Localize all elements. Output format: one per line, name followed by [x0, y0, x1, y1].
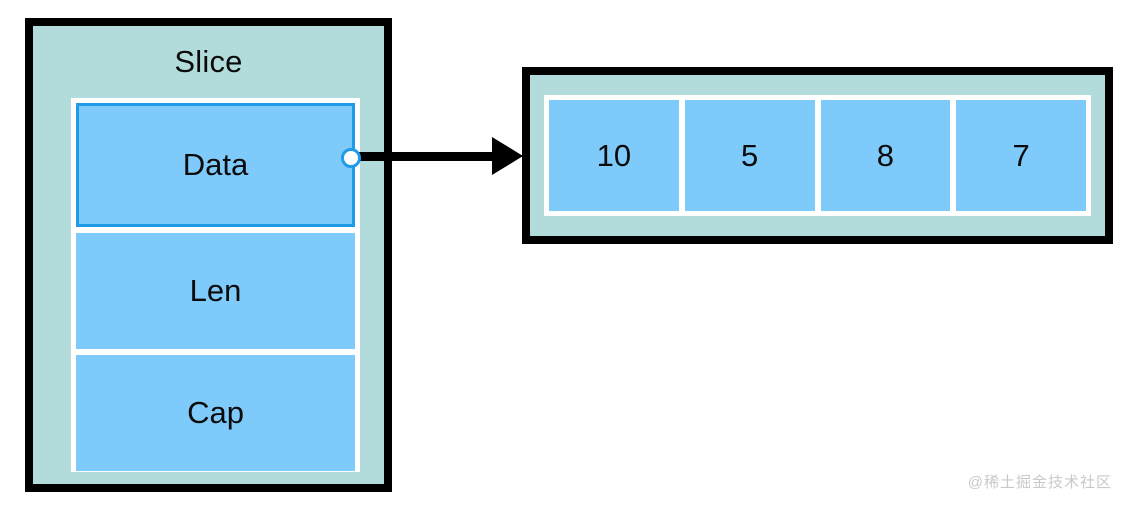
slice-field-len-label: Len — [189, 273, 242, 308]
array-cell: 7 — [956, 100, 1086, 211]
slice-field-cap: Cap — [76, 355, 355, 471]
slice-field-cap-label: Cap — [187, 395, 244, 430]
slice-title: Slice — [174, 44, 243, 79]
array-cell-value: 7 — [1012, 137, 1030, 173]
array-cell-value: 5 — [741, 137, 759, 173]
slice-field-data-label: Data — [182, 147, 249, 182]
slice-fields-frame: Data Len Cap — [71, 98, 360, 472]
array-cell: 10 — [549, 100, 679, 211]
watermark: @稀土掘金技术社区 — [967, 474, 1112, 491]
slice-field-len: Len — [76, 233, 355, 349]
slice-field-data: Data — [76, 103, 355, 227]
array-cell-value: 10 — [596, 137, 632, 173]
slice-struct-box: Slice Data Len Cap — [25, 18, 392, 492]
array-cell: 8 — [820, 100, 951, 211]
array-cell: 5 — [684, 100, 815, 211]
pointer-dot-icon — [341, 148, 361, 168]
backing-array-box: 10 5 8 7 — [522, 67, 1113, 244]
backing-array-frame: 10 5 8 7 — [544, 95, 1091, 216]
array-cell-value: 8 — [876, 137, 894, 173]
pointer-arrow-line-icon — [358, 152, 504, 161]
arrow-right-icon — [492, 137, 523, 175]
